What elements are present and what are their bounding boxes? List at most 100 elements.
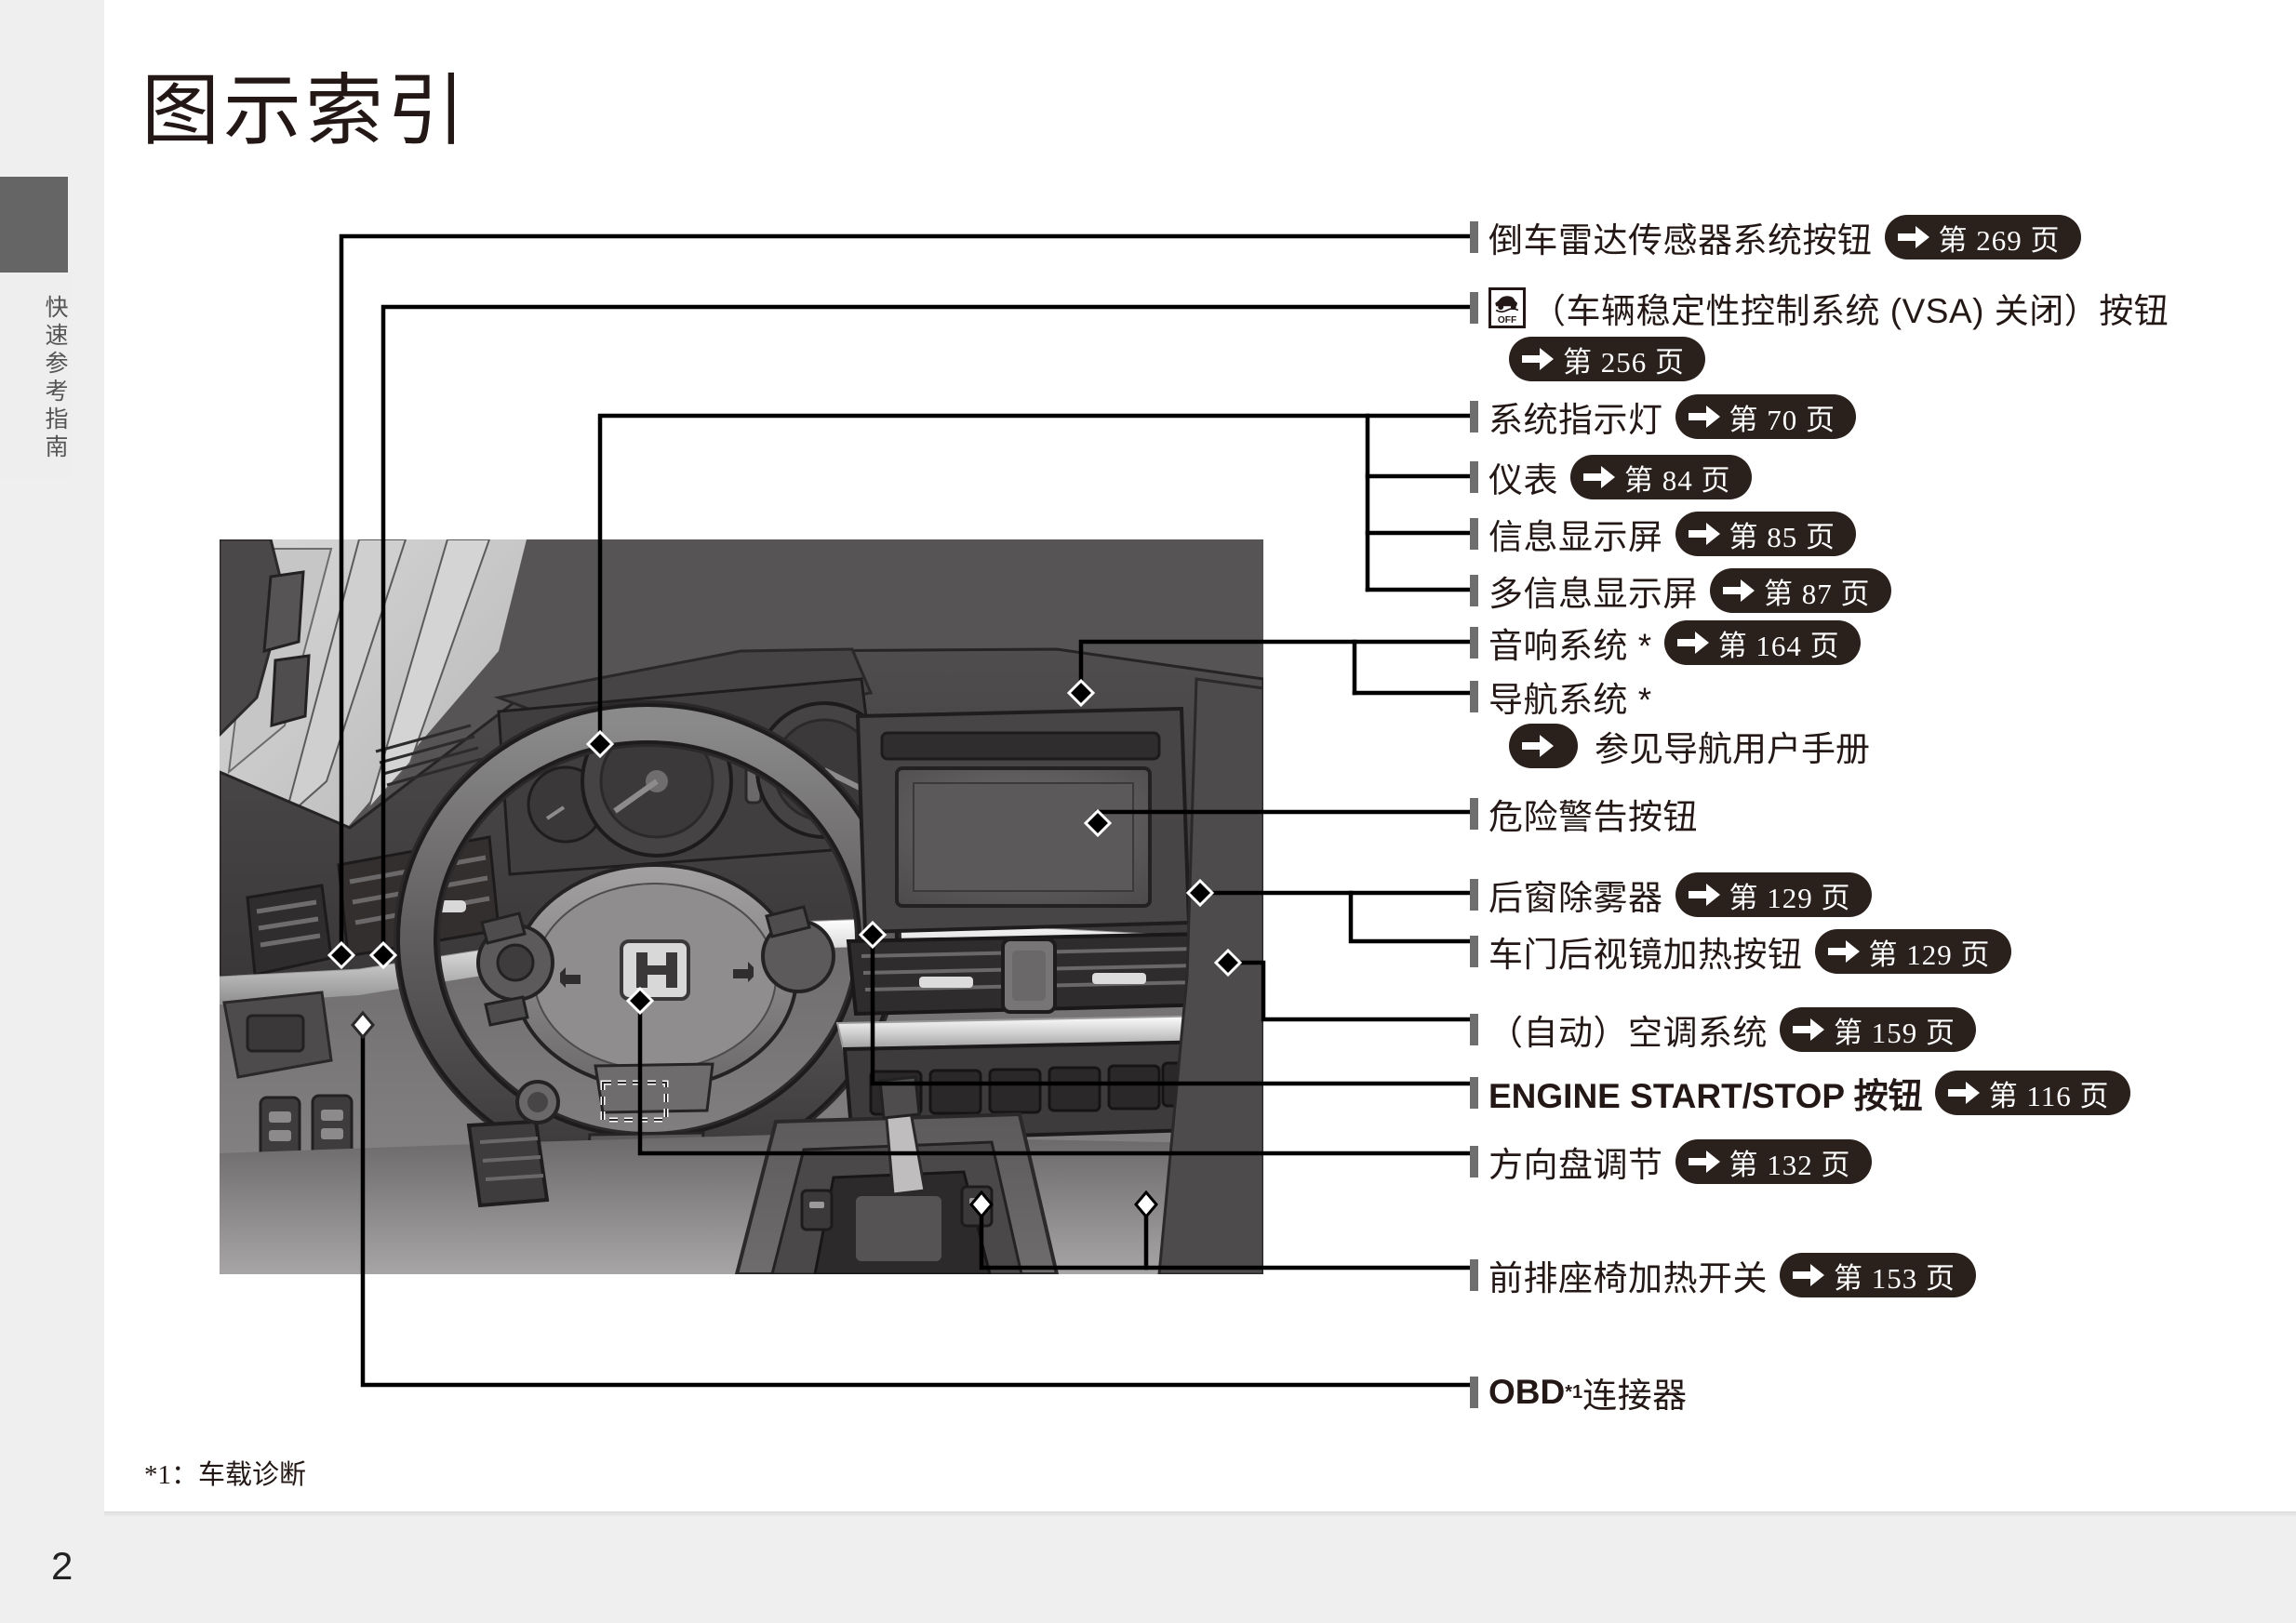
callout-bullet (1470, 461, 1478, 493)
page-reference-text: 第 269 页 (1938, 223, 2061, 257)
callout-label: （车辆稳定性控制系统 (VSA) 关闭）按钮 (1531, 292, 2169, 330)
callout-label: 前排座椅加热开关 (1488, 1259, 1768, 1297)
page-reference-text: 第 85 页 (1729, 520, 1835, 553)
callout-multi-info-display: 多信息显示屏 第 87 页 (1470, 565, 1891, 616)
callout-engine-start-stop: ENGINE START/STOP 按钮 第 116 页 (1470, 1068, 2130, 1118)
callout-bullet (1470, 292, 1478, 324)
page-reference-pill[interactable]: 第 159 页 (1780, 1007, 1976, 1052)
page-reference-text: 第 70 页 (1729, 403, 1835, 436)
callout-bullet (1470, 401, 1478, 432)
svg-text:OFF: OFF (1498, 315, 1516, 326)
vehicle-dashboard-illustration (220, 539, 1263, 1274)
footnote: *1：车载诊断 (144, 1460, 307, 1490)
arrow-right-icon (1688, 1151, 1720, 1173)
callout-parking-sensor: 倒车雷达传感器系统按钮 第 269 页 (1470, 212, 2081, 262)
arrow-right-icon (1947, 1082, 1980, 1104)
callout-label-suffix: 连接器 (1582, 1377, 1688, 1415)
callout-steering-adjust: 方向盘调节 第 132 页 (1470, 1137, 1872, 1187)
page-title: 图示索引 (141, 67, 470, 154)
page-reference-pill[interactable]: 第 116 页 (1934, 1071, 2130, 1115)
arrow-right-icon (1583, 466, 1615, 488)
page-reference-text: 第 159 页 (1834, 1016, 1956, 1049)
page-reference-pill[interactable]: 第 164 页 (1663, 620, 1861, 665)
callout-label: 仪表 (1488, 461, 1558, 499)
page-reference-text: 第 129 页 (1868, 938, 1991, 971)
arrow-right-icon (1522, 348, 1554, 370)
callout-vsa-off-reference: 第 256 页 (1509, 337, 1705, 381)
callout-climate-control: （自动）空调系统 第 159 页 (1470, 1004, 1976, 1055)
page-reference-text: 第 84 页 (1624, 463, 1731, 497)
callout-label: 多信息显示屏 (1488, 575, 1698, 613)
page-reference-text: 第 116 页 (1988, 1079, 2110, 1112)
arrow-right-icon (1676, 632, 1709, 654)
page-reference-pill[interactable]: 第 84 页 (1570, 455, 1752, 499)
callout-label: 方向盘调节 (1488, 1146, 1663, 1184)
callout-gauges: 仪表 第 84 页 (1470, 452, 1752, 502)
page-reference-text: 第 256 页 (1563, 345, 1685, 379)
callout-navigation-reference: 参见导航用户手册 (1509, 721, 1870, 771)
callout-label: 音响系统 * (1488, 627, 1652, 665)
callout-mirror-heater: 车门后视镜加热按钮 第 129 页 (1470, 926, 2011, 977)
callout-label: 导航系统 * (1488, 681, 1652, 719)
callout-front-seat-heaters: 前排座椅加热开关 第 153 页 (1470, 1250, 1976, 1300)
callout-rear-defogger: 后窗除雾器 第 129 页 (1470, 870, 1872, 920)
callout-bullet (1470, 518, 1478, 550)
callout-label: 信息显示屏 (1488, 518, 1663, 556)
chapter-thumb-tab (0, 177, 68, 273)
callout-bullet (1470, 879, 1478, 911)
page-number: 2 (51, 1544, 73, 1588)
callout-audio-system: 音响系统 * 第 164 页 (1470, 618, 1861, 668)
page-reference-pill[interactable]: 第 256 页 (1509, 337, 1705, 381)
callout-label: 车门后视镜加热按钮 (1488, 936, 1803, 974)
callout-label: 危险警告按钮 (1488, 798, 1698, 836)
page-reference-text: 第 153 页 (1834, 1261, 1956, 1295)
arrow-right-icon (1688, 523, 1720, 545)
page-reference-pill[interactable]: 第 129 页 (1814, 929, 2011, 974)
callout-label: 后窗除雾器 (1488, 879, 1663, 917)
page-reference-text: 第 129 页 (1729, 881, 1851, 914)
arrow-right-icon (1688, 406, 1720, 428)
arrow-right-icon (1897, 226, 1929, 248)
callout-label: ENGINE START/STOP 按钮 (1488, 1077, 1923, 1115)
page-reference-text: 第 164 页 (1717, 629, 1840, 662)
callout-vsa-off: OFF （车辆稳定性控制系统 (VSA) 关闭）按钮 (1470, 283, 2169, 333)
callout-label: 系统指示灯 (1488, 401, 1663, 439)
page-reference-pill[interactable]: 第 129 页 (1675, 872, 1872, 917)
arrow-right-icon (1723, 579, 1755, 602)
arrow-right-icon (1827, 940, 1860, 963)
page-reference-pill[interactable]: 第 87 页 (1710, 568, 1891, 613)
callout-label: 倒车雷达传感器系统按钮 (1488, 221, 1873, 259)
navigation-manual-text: 参见导航用户手册 (1595, 730, 1870, 768)
callout-system-indicators: 系统指示灯 第 70 页 (1470, 392, 1856, 442)
arrow-right-icon (1688, 884, 1720, 906)
callout-footnote-marker: *1 (1565, 1381, 1583, 1403)
page-reference-pill[interactable]: 第 85 页 (1675, 512, 1856, 556)
navigation-manual-pill[interactable] (1509, 724, 1578, 768)
page-reference-pill[interactable]: 第 132 页 (1675, 1139, 1872, 1184)
callout-bullet (1470, 1077, 1478, 1109)
page-reference-text: 第 87 页 (1764, 577, 1871, 610)
callout-bullet (1470, 1259, 1478, 1291)
chapter-thumb-tab-body (0, 273, 71, 479)
callout-bullet (1470, 1014, 1478, 1045)
callout-hazard-button: 危险警告按钮 (1470, 789, 1698, 839)
page-reference-pill[interactable]: 第 70 页 (1675, 394, 1856, 439)
page-reference-text: 第 132 页 (1729, 1148, 1851, 1181)
page-sheet-shadow (104, 1511, 2296, 1517)
arrow-right-icon (1522, 735, 1554, 757)
arrow-right-icon (1793, 1018, 1824, 1041)
callout-bullet (1470, 681, 1478, 712)
callout-label: （自动）空调系统 (1488, 1014, 1768, 1052)
callout-bullet (1470, 936, 1478, 967)
callout-navigation-system: 导航系统 * (1470, 672, 1652, 722)
callout-bullet (1470, 221, 1478, 253)
page-reference-pill[interactable]: 第 269 页 (1884, 215, 2081, 259)
callout-label: OBD (1488, 1373, 1566, 1411)
callout-obd-connector: OBD *1 连接器 (1470, 1367, 1688, 1417)
page-reference-pill[interactable]: 第 153 页 (1780, 1253, 1976, 1297)
callout-bullet (1470, 575, 1478, 606)
vsa-off-icon: OFF (1488, 287, 1526, 328)
arrow-right-icon (1793, 1264, 1824, 1286)
callout-info-display: 信息显示屏 第 85 页 (1470, 509, 1856, 559)
